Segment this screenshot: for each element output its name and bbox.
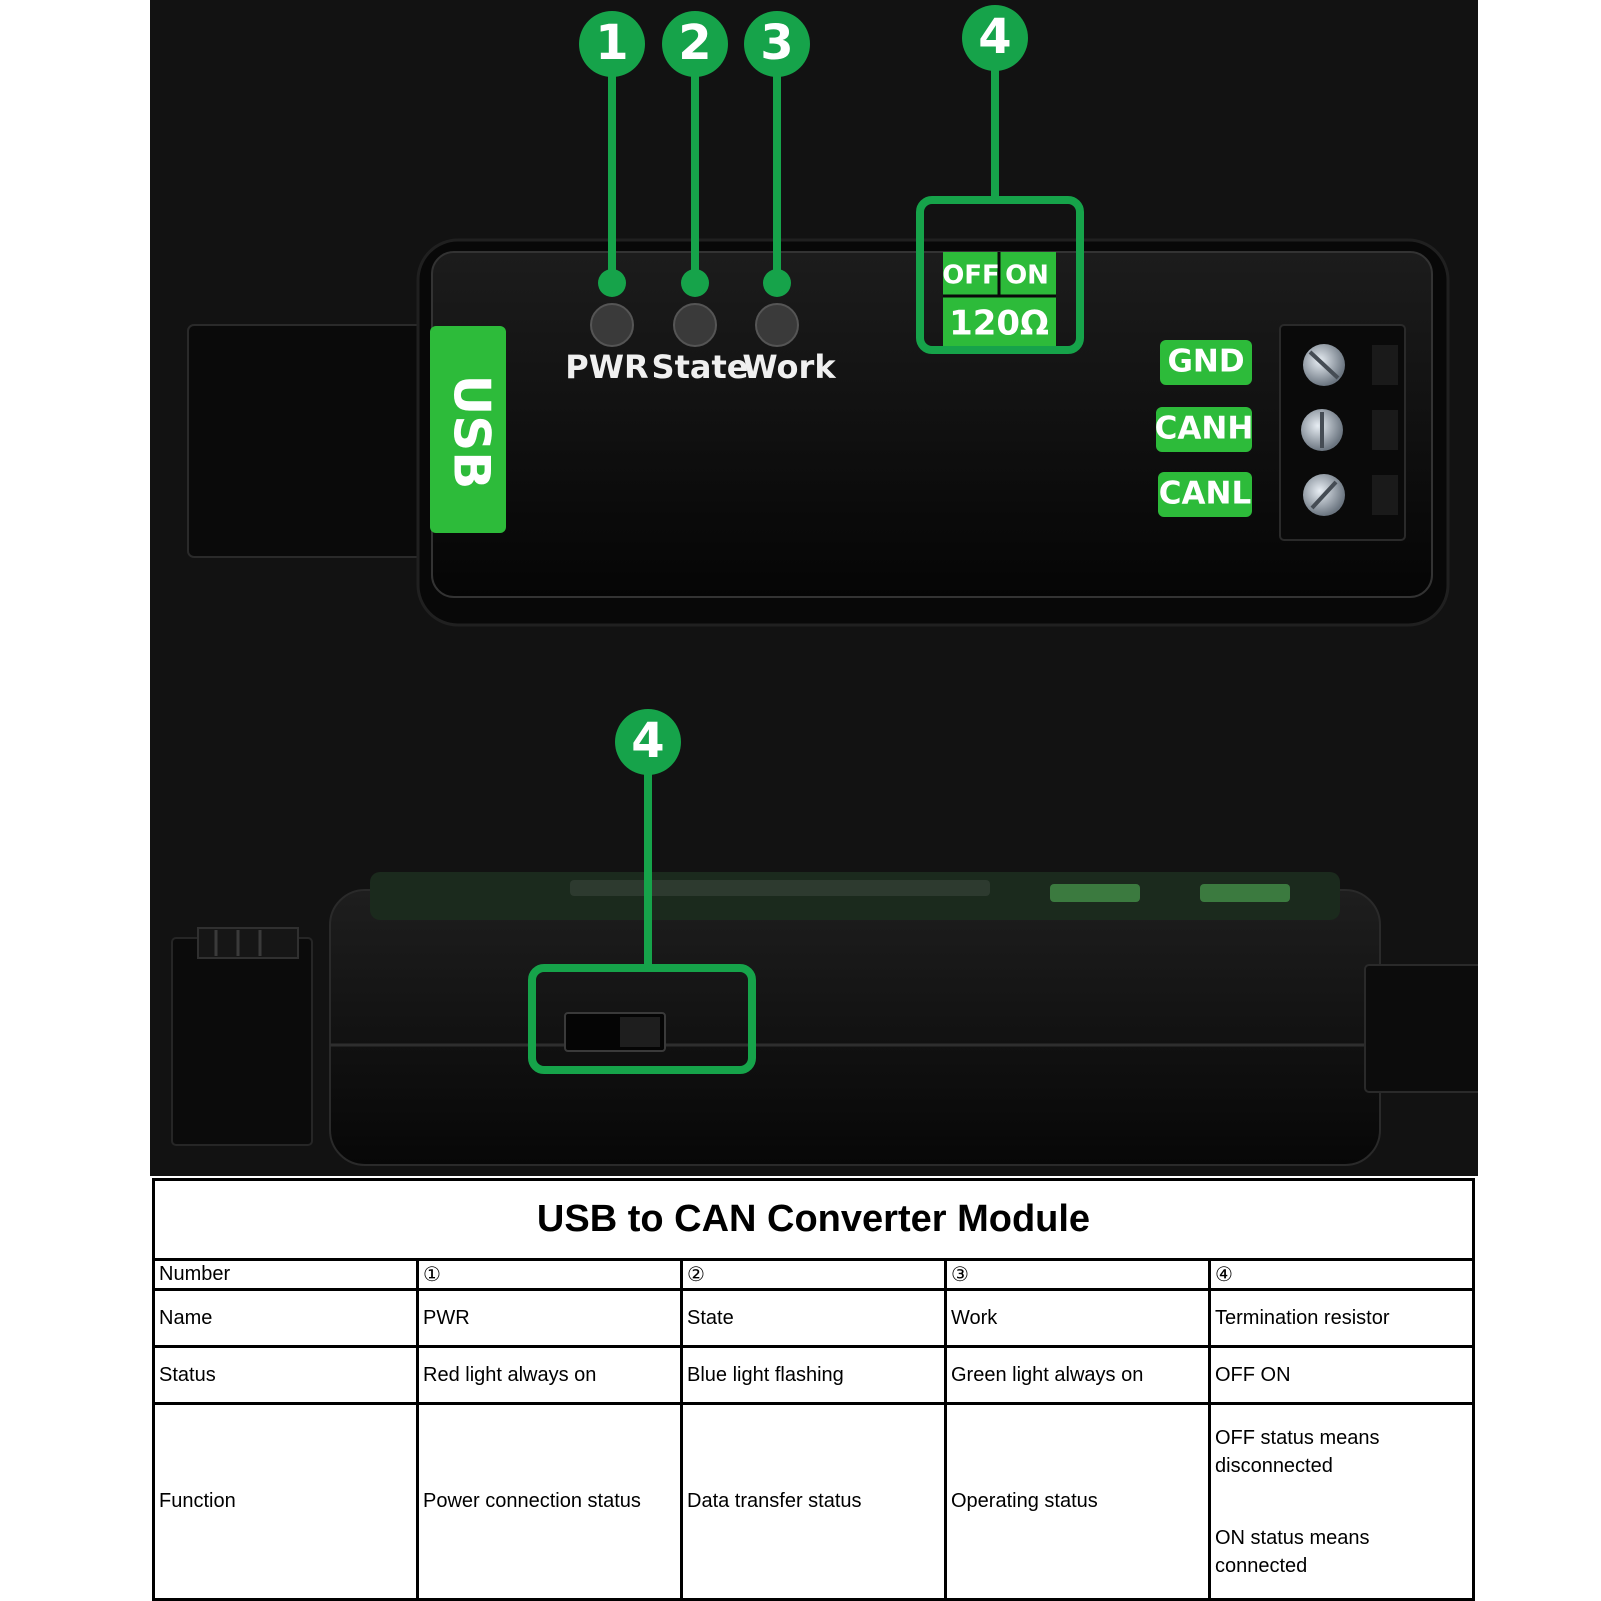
state-led (673, 303, 717, 347)
resistor-label: 120Ω (949, 304, 1049, 344)
callout-3 (744, 11, 810, 77)
table-cell: ② (680, 1258, 947, 1291)
off-meaning-line1: OFF status means (1215, 1426, 1380, 1449)
pwr-label: PWR (565, 348, 648, 386)
table-cell: Data transfer status (680, 1402, 947, 1601)
svg-text:1: 1 (595, 15, 628, 71)
table-row: Number ① ② ③ ④ (152, 1258, 1475, 1291)
slide-switch-highlight (528, 964, 756, 1074)
switch-on-label: ON (1005, 261, 1049, 291)
callout-4-side (615, 709, 681, 775)
usb-plug (187, 324, 429, 558)
table-cell: Power connection status (416, 1402, 683, 1601)
table-cell: Red light always on (416, 1345, 683, 1405)
canh-tab (1156, 407, 1252, 452)
row-header: Number (152, 1258, 419, 1291)
on-meaning-line2: connected (1215, 1554, 1308, 1577)
terminal-block-side (171, 937, 313, 1146)
termination-switch-highlight (916, 196, 1084, 354)
callout-1 (579, 11, 645, 77)
table-cell: Blue light flashing (680, 1345, 947, 1405)
table-cell-termination-function: OFF status means disconnected ON status … (1208, 1402, 1475, 1601)
table-row: Function Power connection status Data tr… (152, 1402, 1475, 1601)
gnd-tab (1160, 340, 1252, 385)
work-led (755, 303, 799, 347)
table-cell: Green light always on (944, 1345, 1211, 1405)
on-meaning-line1: ON status means (1215, 1526, 1370, 1549)
row-header: Function (152, 1402, 419, 1601)
svg-text:4: 4 (978, 9, 1011, 65)
table-cell: ④ (1208, 1258, 1475, 1291)
product-photo: USB PWR State Work OFF ON 120Ω GND CANH … (150, 0, 1478, 1176)
table-cell: OFF ON (1208, 1345, 1475, 1405)
canh-label: CANH (1155, 411, 1254, 447)
table-cell: Operating status (944, 1402, 1211, 1601)
table-cell: Termination resistor (1208, 1288, 1475, 1348)
svg-text:2: 2 (678, 15, 711, 71)
table-cell: PWR (416, 1288, 683, 1348)
spec-table: USB to CAN Converter Module Number ① ② ③… (152, 1178, 1475, 1601)
usb-tab (430, 326, 506, 533)
svg-text:3: 3 (760, 15, 793, 71)
switch-off-label: OFF (942, 261, 1000, 291)
table-cell: ① (416, 1258, 683, 1291)
table-row: Status Red light always on Blue light fl… (152, 1345, 1475, 1405)
usb-plug-side (1364, 964, 1478, 1093)
work-label: Work (742, 348, 836, 386)
table-cell: Work (944, 1288, 1211, 1348)
device-illustration: USB PWR State Work OFF ON 120Ω GND CANH … (171, 5, 1478, 1166)
pwr-led (590, 303, 634, 347)
callout-2 (662, 11, 728, 77)
table-row: Name PWR State Work Termination resistor (152, 1288, 1475, 1348)
table-title: USB to CAN Converter Module (152, 1178, 1475, 1261)
row-header: Status (152, 1345, 419, 1405)
gnd-label: GND (1167, 344, 1244, 380)
svg-text:4: 4 (631, 713, 664, 769)
table-cell: State (680, 1288, 947, 1348)
table-cell: ③ (944, 1258, 1211, 1291)
device-body-side (329, 889, 1381, 1166)
state-label: State (652, 348, 749, 386)
off-meaning-line2: disconnected (1215, 1454, 1333, 1477)
canl-tab (1158, 472, 1252, 517)
canl-label: CANL (1159, 476, 1251, 512)
callout-4-top (962, 5, 1028, 71)
usb-label: USB (443, 375, 501, 490)
row-header: Name (152, 1288, 419, 1348)
